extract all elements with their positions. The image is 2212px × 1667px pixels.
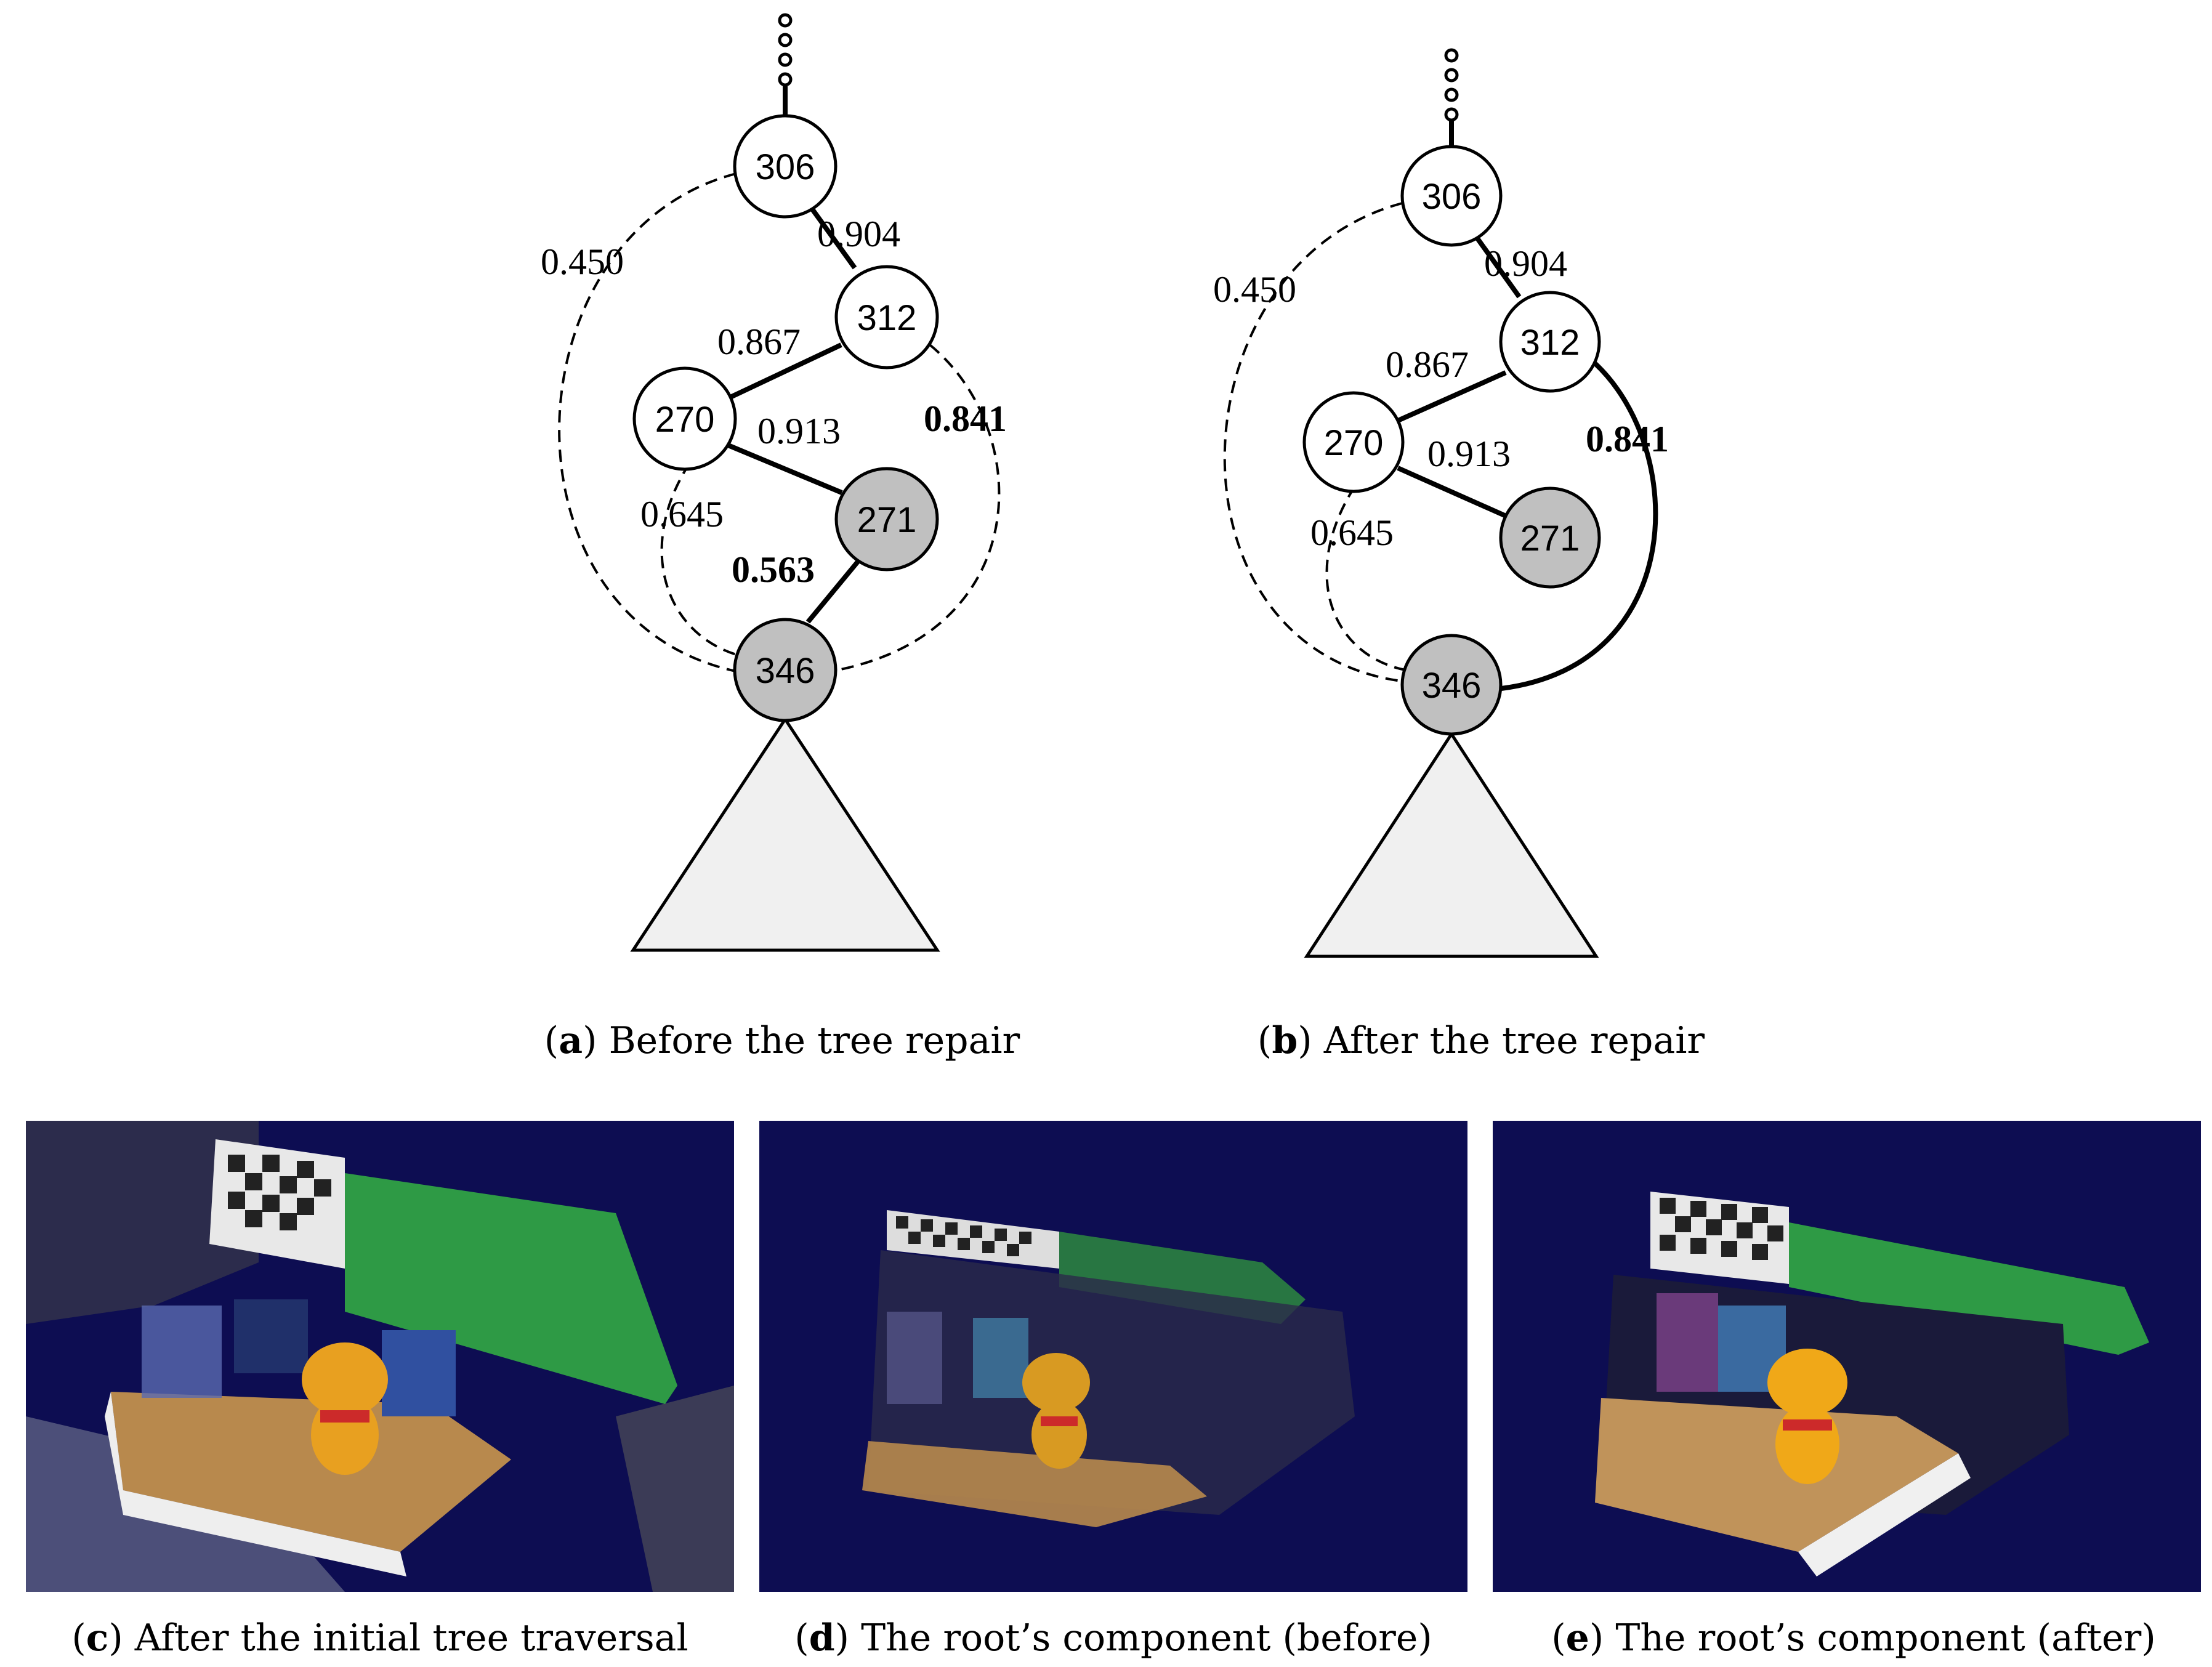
- node-270: 270: [1302, 391, 1405, 493]
- checkerboard: [1650, 1192, 1789, 1284]
- edge-312-270: [729, 342, 842, 400]
- edge-270-271: [1397, 466, 1510, 520]
- node-346: 346: [1400, 634, 1503, 736]
- node-346-label: 346: [756, 651, 815, 691]
- node-271-label: 271: [1520, 519, 1580, 559]
- orange-figure: [1767, 1349, 1847, 1484]
- tree-diagram-after: 306 312 270 271 346 0.904 0.867 0.913 0.…: [1213, 48, 1705, 1062]
- weight-306-346: 0.450: [541, 241, 624, 282]
- edge-271-346: [805, 560, 860, 624]
- edge-270-346-dashed: [660, 462, 749, 659]
- scene-image-initial-traversal: [26, 1121, 734, 1592]
- scene-image-root-component-before: [759, 1121, 1467, 1592]
- weight-270-271: 0.913: [1427, 434, 1511, 474]
- weight-312-346: 0.841: [1586, 419, 1669, 459]
- weight-312-346: 0.841: [924, 398, 1007, 439]
- edge-312-270: [1397, 370, 1507, 423]
- orange-figure: [302, 1342, 388, 1475]
- node-312-label: 312: [1520, 323, 1580, 363]
- green-wall: [1789, 1222, 2149, 1355]
- edge-306-346-dashed: [558, 172, 746, 674]
- checkerboard: [209, 1139, 345, 1269]
- edge-306-346-dashed: [1223, 202, 1413, 684]
- weight-306-312: 0.904: [1484, 243, 1567, 284]
- weight-306-312: 0.904: [817, 214, 900, 254]
- node-312: 312: [1499, 291, 1601, 393]
- weight-312-270: 0.867: [717, 321, 801, 362]
- desk: [111, 1392, 511, 1552]
- caption-b: (b) After the tree repair: [1257, 1019, 1705, 1062]
- continuation-dots: [778, 13, 793, 87]
- node-306-label: 306: [1422, 177, 1482, 217]
- node-271-label: 271: [857, 500, 917, 540]
- node-271: 271: [1499, 486, 1601, 589]
- continuation-dots: [1444, 48, 1459, 122]
- node-346-label: 346: [1422, 666, 1482, 706]
- node-312-label: 312: [857, 298, 917, 338]
- edge-306-312: [805, 201, 857, 270]
- weight-270-271: 0.913: [757, 411, 841, 451]
- edge-270-346-dashed: [1325, 485, 1413, 672]
- green-wall: [345, 1173, 677, 1404]
- subtree-triangle: [630, 716, 940, 952]
- node-270-label: 270: [1324, 423, 1384, 463]
- desk: [862, 1441, 1207, 1527]
- caption-c: (c) After the initial tree traversal: [71, 1617, 688, 1660]
- weight-270-346: 0.645: [1310, 512, 1394, 553]
- desk: [1595, 1398, 1958, 1552]
- node-306: 306: [733, 114, 838, 219]
- node-312: 312: [834, 265, 939, 369]
- scene-image-root-component-after: [1493, 1121, 2201, 1592]
- caption-d: (d) The root’s component (before): [794, 1617, 1432, 1660]
- edge-306-312: [1472, 232, 1522, 299]
- edge-312-346-dashed: [831, 344, 1001, 672]
- weight-306-346: 0.450: [1213, 269, 1296, 310]
- node-271: 271: [834, 467, 939, 571]
- tree-diagram-before: 306 312 270 271 346 0.904 0.867 0.913 0.…: [541, 13, 1020, 1062]
- weight-270-346: 0.645: [640, 494, 724, 535]
- node-270-label: 270: [655, 400, 715, 440]
- orange-figure: [1022, 1353, 1090, 1469]
- edge-270-271: [725, 442, 843, 495]
- node-306-label: 306: [756, 147, 815, 187]
- node-306: 306: [1400, 145, 1503, 247]
- weight-312-270: 0.867: [1386, 344, 1469, 385]
- edge-312-346-repaired: [1501, 361, 1658, 691]
- weight-271-346: 0.563: [732, 549, 815, 590]
- subtree-triangle: [1304, 731, 1599, 958]
- node-270: 270: [632, 366, 737, 471]
- caption-e: (e) The root’s component (after): [1551, 1617, 2156, 1660]
- caption-a: (a) Before the tree repair: [544, 1019, 1020, 1062]
- node-346: 346: [733, 618, 838, 722]
